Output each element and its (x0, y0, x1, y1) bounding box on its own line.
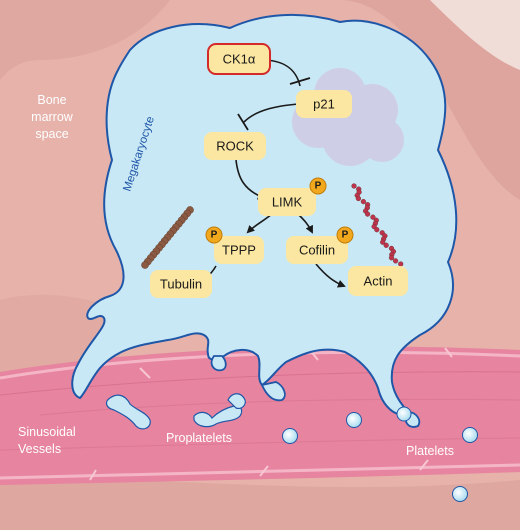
phospho-icon (205, 226, 223, 244)
platelets-label: Platelets (406, 444, 454, 458)
proplatelets-label: Proplatelets (166, 431, 232, 445)
node-limk: LIMK P (258, 177, 327, 216)
platelets (282, 406, 478, 502)
svg-text:space: space (35, 127, 68, 141)
platelet-icon (346, 412, 362, 428)
phospho-icon (336, 226, 354, 244)
svg-text:Cofilin: Cofilin (299, 243, 335, 258)
actin-filament-icon (351, 183, 404, 267)
inhibition-bar (237, 113, 249, 131)
microtubule-icon (141, 206, 194, 269)
phospho-icon (309, 177, 327, 195)
p21-inhibits-rock (243, 103, 299, 123)
svg-text:P: P (342, 230, 349, 241)
platelet-icon (452, 486, 468, 502)
proplatelets (105, 393, 246, 430)
node-cofilin: Cofilin P (286, 226, 354, 264)
svg-text:p21: p21 (313, 97, 335, 112)
cofilin-to-actin (315, 263, 346, 288)
node-tubulin: Tubulin (150, 270, 212, 298)
node-p21: p21 (296, 90, 352, 118)
node-ck1a: CK1α (207, 43, 271, 75)
node-tppp: TPPP P (205, 226, 264, 264)
inhibition-bar (289, 77, 311, 85)
svg-text:Tubulin: Tubulin (160, 277, 202, 292)
bone-marrow-label: Bone marrow space (31, 93, 74, 141)
svg-text:Bone: Bone (37, 93, 66, 107)
sinusoidal-vessels-label: Sinusoidal Vessels (18, 425, 76, 456)
svg-text:P: P (315, 181, 322, 192)
node-actin: Actin (348, 266, 408, 296)
svg-text:TPPP: TPPP (222, 243, 256, 258)
svg-text:marrow: marrow (31, 110, 74, 124)
svg-text:Vessels: Vessels (18, 442, 61, 456)
svg-text:ROCK: ROCK (216, 139, 254, 154)
svg-text:LIMK: LIMK (272, 195, 303, 210)
svg-text:P: P (211, 230, 218, 241)
svg-text:Sinusoidal: Sinusoidal (18, 425, 76, 439)
node-rock: ROCK (204, 132, 266, 160)
platelet-icon (396, 406, 412, 422)
svg-text:Actin: Actin (364, 274, 393, 289)
platelet-icon (462, 427, 478, 443)
svg-text:CK1α: CK1α (223, 52, 256, 67)
platelet-icon (282, 428, 298, 444)
